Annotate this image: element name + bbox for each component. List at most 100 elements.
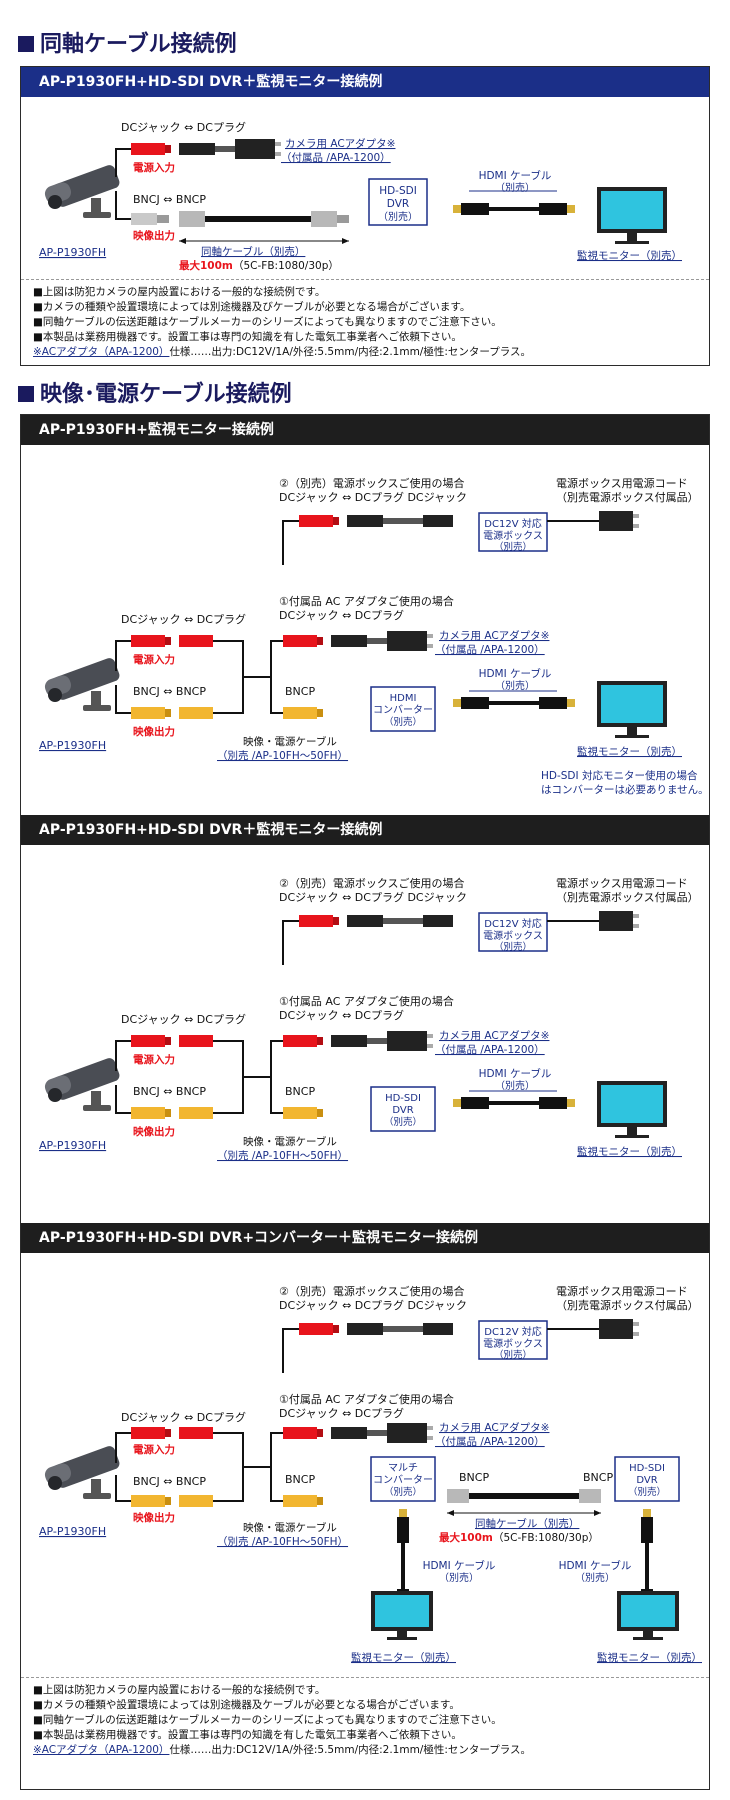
opt2-label: ②（別売）電源ボックスご使用の場合: [279, 476, 465, 490]
bncp-label: BNCP: [285, 1473, 315, 1486]
bncj-bncp-label: BNCJ ⇔ BNCP: [133, 1475, 206, 1488]
monitor-icon: [617, 1591, 679, 1640]
dc-jack-plug-label: DCジャック ⇔ DCプラグ: [121, 1012, 246, 1026]
max-length-sub-label: （5C-FB:1080/30p）: [493, 1532, 599, 1544]
pbox-label-3: （別売）: [494, 941, 532, 953]
pbox-label-1: DC12V 対応: [484, 1325, 541, 1338]
dvr-box: [368, 178, 428, 226]
dc-jack-connector: [131, 139, 281, 159]
bncp-right-label: BNCP: [583, 1471, 613, 1484]
monitor-left-label: 監視モニター（別売）: [351, 1651, 456, 1664]
hdmi-sub-label: （別売）: [495, 181, 535, 194]
diagram-frame-coax: AP-P1930FH+HD-SDI DVR＋監視モニター接続例: [20, 66, 710, 366]
opt1-label: ①付属品 AC アダプタご使用の場合: [279, 594, 454, 608]
section-title-coax: 同軸ケーブル接続例: [18, 26, 237, 58]
hdmi-sub-label: （別売）: [495, 679, 535, 692]
hdmi-label: HDMI ケーブル: [479, 169, 552, 182]
pbox-label-1: DC12V 対応: [484, 517, 541, 530]
max-length-label: 最大100m: [439, 1531, 493, 1544]
opt1-sub-label: DCジャック ⇔ DCプラグ: [279, 608, 404, 622]
note-line: ■カメラの種類や設置環境によっては別途機器及びケーブルが必要となる場合がございま…: [33, 301, 471, 313]
video-out-label: 映像出力: [133, 725, 175, 738]
camera-icon: [44, 1446, 120, 1499]
bncj-bncp-label: BNCJ ⇔ BNCP: [133, 193, 206, 206]
camera-icon: [44, 658, 120, 711]
pbox-label-2: 電源ボックス: [483, 929, 543, 942]
vp-cable-sub-label: （別売 /AP-10FH〜50FH）: [217, 1535, 348, 1548]
video-out-label: 映像出力: [133, 229, 175, 242]
power-in-label: 電源入力: [133, 1443, 175, 1456]
pbox-label-2: 電源ボックス: [483, 529, 543, 542]
multi-conv-label-3: （別売）: [384, 1486, 422, 1498]
square-bullet-icon: [18, 36, 34, 52]
monitor-icon: [597, 681, 667, 738]
dvr-label-3: （別売）: [384, 1116, 422, 1128]
hdmi-conv-label-3: （別売）: [384, 716, 422, 728]
camera-icon: [44, 1058, 120, 1111]
opt1-label: ①付属品 AC アダプタご使用の場合: [279, 994, 454, 1008]
diagram-header: AP-P1930FH+HD-SDI DVR＋監視モニター接続例: [21, 815, 709, 845]
diagram-header: AP-P1930FH+HD-SDI DVR＋監視モニター接続例: [21, 67, 709, 97]
adapter-spec: 仕様……出力:DC12V/1A/外径:5.5mm/内径:2.1mm/極性:センタ…: [169, 1744, 532, 1756]
monitor-icon: [371, 1591, 433, 1640]
camera-model-label: AP-P1930FH: [39, 246, 106, 259]
pbox-cord-sub-label: （別売電源ボックス付属品）: [556, 490, 699, 504]
opt1-sub-label: DCジャック ⇔ DCプラグ: [279, 1008, 404, 1022]
pbox-cord-label: 電源ボックス用電源コード: [556, 876, 688, 890]
opt2-sub-label: DCジャック ⇔ DCプラグ DCジャック: [279, 890, 467, 904]
pbox-label-2: 電源ボックス: [483, 1337, 543, 1350]
hdsdi-monitor-note-a: HD-SDI 対応モニター使用の場合: [541, 769, 698, 782]
diagram-header: AP-P1930FH+HD-SDI DVR+コンバーター＋監視モニター接続例: [21, 1223, 709, 1253]
monitor-label: 監視モニター（別売）: [577, 1145, 682, 1158]
monitor-label: 監視モニター（別売）: [577, 249, 682, 262]
pbox-label-1: DC12V 対応: [484, 917, 541, 930]
pbox-cord-label: 電源ボックス用電源コード: [556, 476, 688, 490]
adapter-label: カメラ用 ACアダプタ※: [439, 1029, 549, 1042]
vp-cable-sub-label: （別売 /AP-10FH〜50FH）: [217, 1149, 348, 1162]
max-length-label: 最大100m: [179, 259, 233, 272]
opt1-sub-label: DCジャック ⇔ DCプラグ: [279, 1406, 404, 1420]
hdmi-right-sub-label: （別売）: [575, 1571, 615, 1584]
square-bullet-icon: [18, 386, 34, 402]
pbox-label-3: （別売）: [494, 1349, 532, 1361]
dvr-label-3: （別売）: [378, 210, 418, 223]
dashed-separator: [21, 1677, 709, 1678]
video-out-label: 映像出力: [133, 1511, 175, 1524]
dc-jack-plug-label: DCジャック ⇔ DCプラグ: [121, 120, 246, 134]
coax-label: 同軸ケーブル（別売）: [201, 245, 305, 258]
hdmi-converter-box: [370, 686, 436, 732]
notes-block: ■上図は防犯カメラの屋内設置における一般的な接続例です。 ■カメラの種類や設置環…: [33, 285, 531, 360]
monitor-label: 監視モニター（別売）: [577, 745, 682, 758]
adapter-note-link[interactable]: ※ACアダプタ（APA-1200）: [33, 346, 170, 358]
adapter-sub-label: （付属品 /APA-1200）: [435, 1043, 545, 1056]
adapter-note-link[interactable]: ※ACアダプタ（APA-1200）: [33, 1744, 170, 1756]
power-in-label: 電源入力: [133, 1053, 175, 1066]
dvr-box: [614, 1456, 680, 1502]
hdmi-right-label: HDMI ケーブル: [559, 1559, 632, 1572]
pbox-cord-label: 電源ボックス用電源コード: [556, 1284, 688, 1298]
video-out-label: 映像出力: [133, 1125, 175, 1138]
dvr-label-1: HD-SDI: [379, 185, 417, 197]
coax-diagram: DCジャック ⇔ DCプラグ 電源入力 BNCJ ⇔ BNCP 映像出力 AP-…: [39, 120, 682, 272]
adapter-sub-label: （付属品 /APA-1200）: [435, 1435, 545, 1448]
monitor-right-label: 監視モニター（別売）: [597, 1651, 702, 1664]
note-line: ■本製品は業務用機器です。設置工事は専門の知識を有した電気工事業者へご依頼下さい…: [33, 331, 462, 343]
camera-model-label: AP-P1930FH: [39, 739, 106, 752]
bncj-bncp-label: BNCJ ⇔ BNCP: [133, 685, 206, 698]
opt1-label: ①付属品 AC アダプタご使用の場合: [279, 1392, 454, 1406]
dvr-label-2: DVR: [392, 1105, 413, 1116]
camera-icon: [44, 165, 120, 218]
vp-cable-sub-label: （別売 /AP-10FH〜50FH）: [217, 749, 348, 762]
hdmi-left-label: HDMI ケーブル: [423, 1559, 496, 1572]
bncp-label: BNCP: [285, 1085, 315, 1098]
hdmi-cable: [453, 190, 575, 215]
section-title-text: 同軸ケーブル接続例: [40, 32, 237, 57]
bnc-jack-connector: [131, 211, 349, 227]
note-line: ■カメラの種類や設置環境によっては別途機器及ケーブルが必要となる場合がございます…: [33, 1699, 460, 1711]
monitor-icon: [597, 187, 667, 244]
adapter-label: カメラ用 ACアダプタ※: [439, 629, 549, 642]
multi-converter-box: [370, 1456, 436, 1502]
bncp-left-label: BNCP: [459, 1471, 489, 1484]
vp-cable-label: 映像・電源ケーブル: [243, 1135, 337, 1148]
hdsdi-monitor-note-b: はコンバーターは必要ありません。: [541, 783, 708, 796]
